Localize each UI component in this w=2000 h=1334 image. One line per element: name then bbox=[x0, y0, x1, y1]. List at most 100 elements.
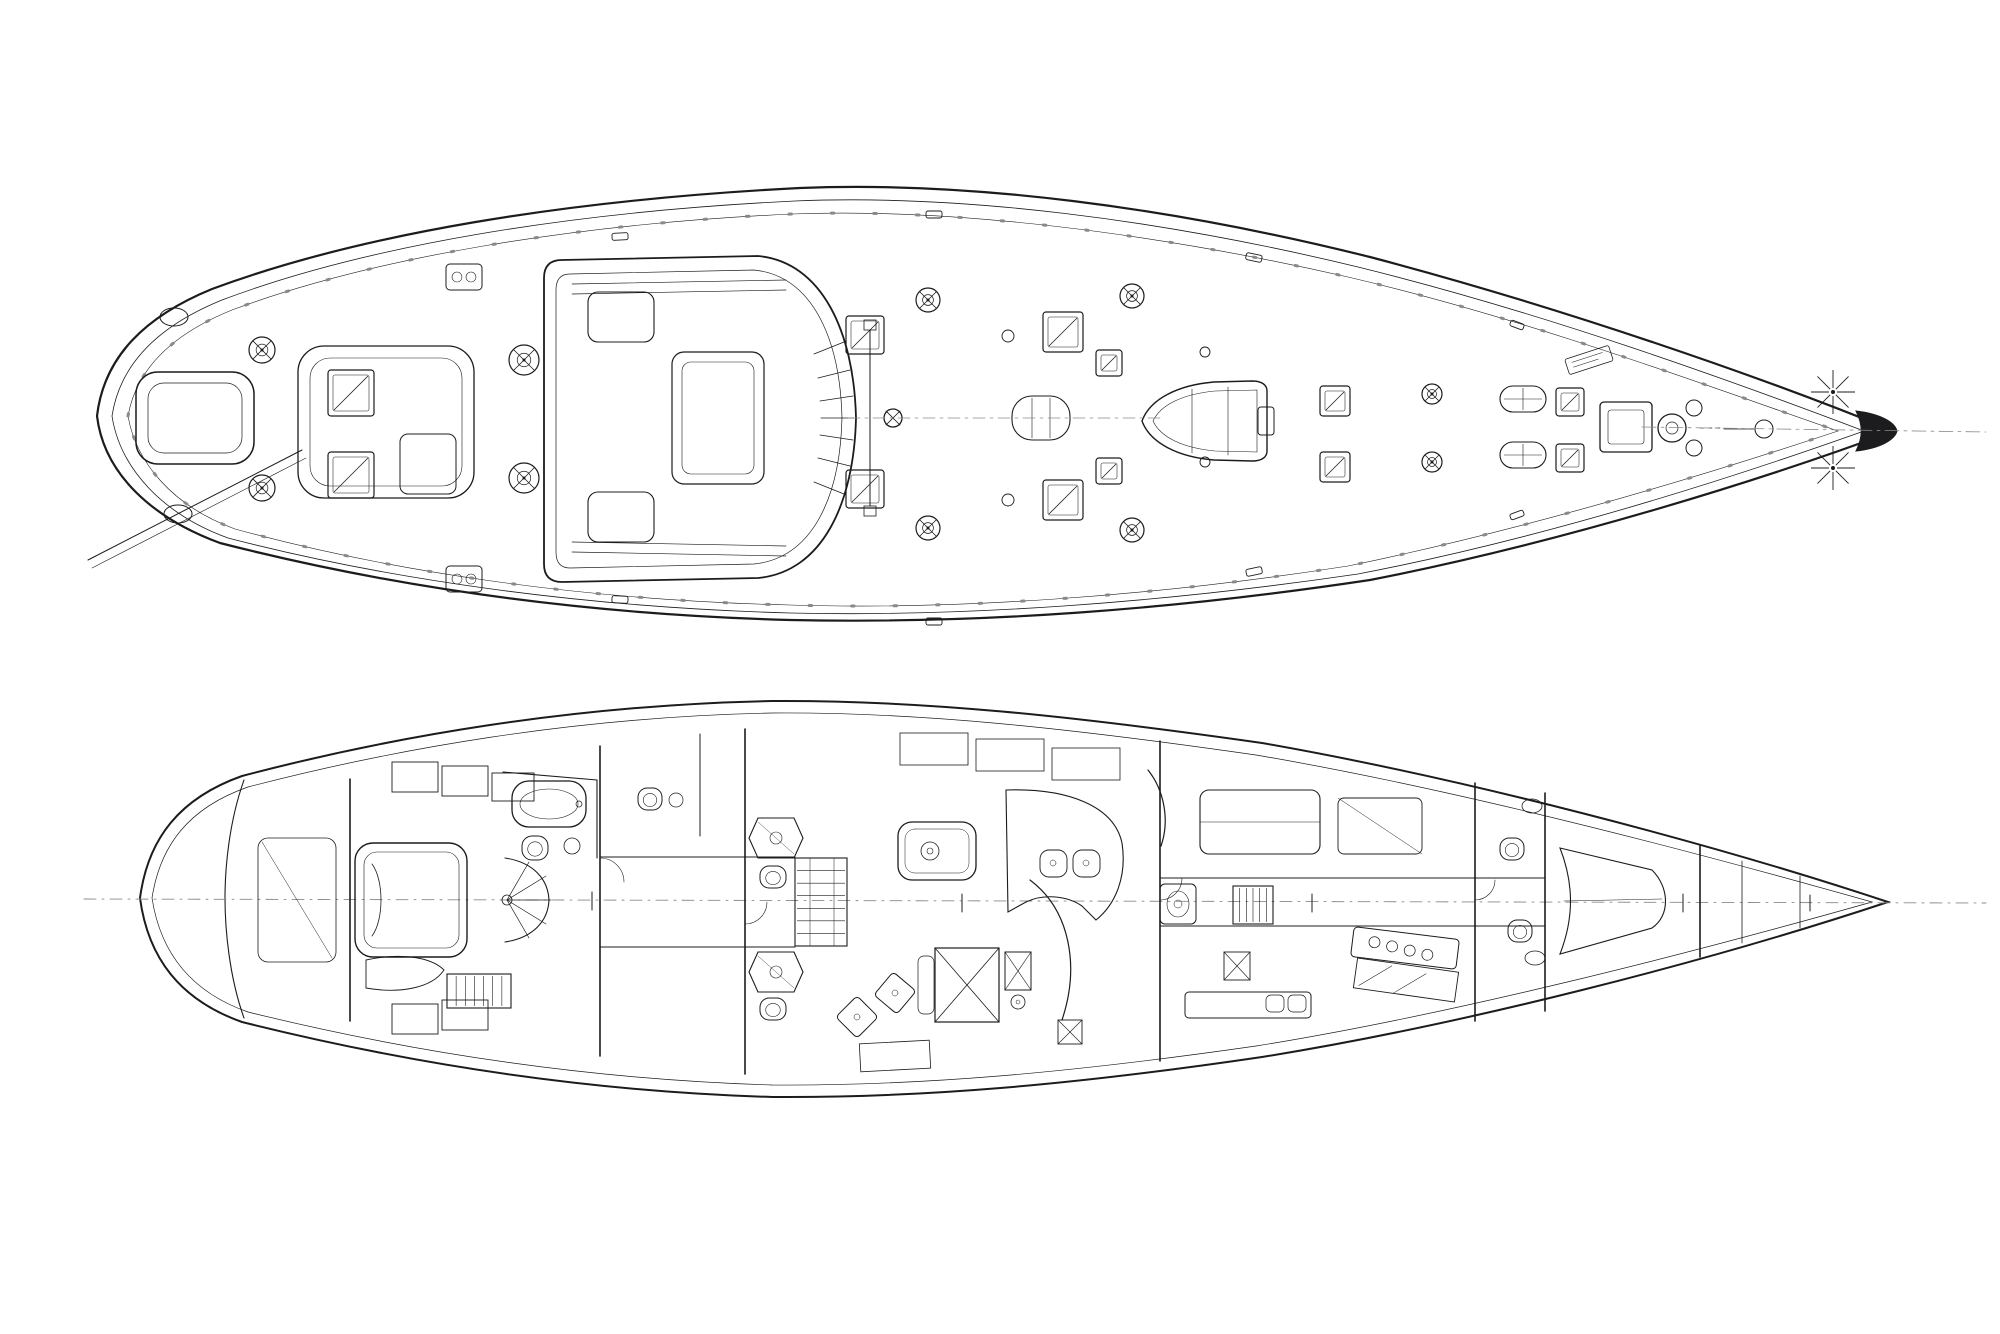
interior-plan-owner-toilet-bowl bbox=[521, 835, 549, 861]
deck-plan-stanchion-dots bbox=[126, 211, 1843, 608]
deck-plan-cockpit-table-port bbox=[327, 369, 375, 417]
deck-plan-mast-winch-port bbox=[1119, 283, 1145, 309]
interior-plan-galley-stove-counter bbox=[1350, 926, 1460, 970]
deck-plan-windshield-mullion-1 bbox=[813, 341, 845, 355]
interior-plan-spiral-stair-tread-3 bbox=[506, 899, 547, 925]
deck-plan-bow-oval-hatch-port bbox=[1499, 385, 1547, 413]
interior-plan-stove-burner-3 bbox=[1403, 944, 1416, 957]
interior-plan-saloon-stool-2 bbox=[1072, 849, 1101, 878]
interior-plan-cabinet-x-1-d2 bbox=[1004, 951, 1032, 991]
deck-plan-dorade-box-stbd-vent-1 bbox=[451, 573, 463, 585]
deck-plan-deck-hatch-8-slash bbox=[1325, 457, 1345, 477]
deck-plan-bulwark-line bbox=[111, 199, 1866, 615]
deck-plan-label-text-line-1 bbox=[1571, 352, 1603, 363]
deck-plan-liferaft-canister bbox=[1011, 395, 1071, 441]
interior-plan-spiral-stair-tread-1 bbox=[506, 875, 547, 901]
deck-plan-windlass-drum bbox=[1657, 413, 1687, 443]
interior-plan-armchair-1 bbox=[836, 996, 878, 1038]
deck-plan-nav-light-flash-port-ray-1 bbox=[1835, 394, 1849, 408]
interior-plan-fwd-head-port-toilet-seat bbox=[1504, 843, 1520, 857]
interior-plan-cabinet-run-3 bbox=[1051, 747, 1121, 781]
deck-plan-coachroof-winch-port-dot bbox=[926, 298, 930, 302]
interior-plan-stove-burner-2 bbox=[1386, 940, 1398, 953]
interior-plan-v-berth bbox=[1559, 847, 1666, 955]
deck-plan-deck-hatch-5-pane bbox=[1100, 354, 1118, 372]
interior-plan-stove-burner-1 bbox=[1368, 936, 1381, 949]
deck-plan-mooring-cleat-8 bbox=[1509, 509, 1525, 521]
deck-plan-windshield-mullion-2 bbox=[817, 369, 851, 379]
interior-plan-crew-steps-frame bbox=[1232, 885, 1274, 925]
interior-plan-cabinet-x-2 bbox=[1057, 1019, 1083, 1045]
deck-plan-foredeck-winch-stbd-ring bbox=[1421, 451, 1443, 473]
interior-plan-laundry-door-dot bbox=[1173, 899, 1183, 909]
interior-plan-berth-pillow-line bbox=[371, 863, 382, 937]
interior-plan-head-stbd-toilet-bowl bbox=[759, 997, 787, 1021]
interior-plan-wardrobe-port-2 bbox=[441, 765, 489, 797]
interior-plan-cabinet-x-2-d2 bbox=[1057, 1019, 1083, 1045]
deck-plan-mast-winch-stbd-ring bbox=[1119, 517, 1145, 543]
interior-plan-guest-berth-stbd-d2 bbox=[1392, 973, 1427, 994]
interior-plan-bath-wall-top bbox=[502, 771, 598, 781]
deck-plan-dorade-vent-2 bbox=[1001, 493, 1015, 507]
deck-plan-foredeck-winch-stbd bbox=[1421, 451, 1443, 473]
deck-plan-deck-hatch-1-slash bbox=[851, 321, 879, 349]
interior-plan-shower-stbd-diag bbox=[757, 955, 795, 989]
interior-plan-spiral-stair-post bbox=[501, 894, 513, 906]
deck-plan-passerelle-line-1 bbox=[87, 449, 303, 561]
deck-plan-foredeck-winch-port-ring bbox=[1421, 383, 1443, 405]
interior-plan-head-stbd-toilet bbox=[759, 997, 787, 1021]
interior-plan-galley-sink-2 bbox=[1287, 994, 1307, 1013]
interior-plan-partition-arc-port bbox=[1147, 769, 1166, 847]
interior-plan-owner-toilet bbox=[521, 835, 549, 861]
interior-plan-fwd-head-port-toilet-bowl bbox=[1499, 837, 1525, 861]
interior-plan-shower-port bbox=[748, 817, 804, 859]
deck-plan-aft-cockpit-bench bbox=[309, 357, 463, 487]
deck-plan-dorade-box-port-vent-2 bbox=[465, 271, 477, 283]
deck-plan-helm-pedestal-stbd-dot bbox=[522, 476, 526, 480]
deck-plan-deck-hatch-4 bbox=[1042, 479, 1084, 521]
deck-plan-coachroof-winch-port-ring bbox=[915, 287, 941, 313]
deck-plan-mooring-cleat-7 bbox=[1245, 566, 1263, 577]
interior-plan-lazarette-diagonal bbox=[261, 841, 333, 959]
deck-plan-mooring-cleat-6 bbox=[925, 617, 943, 626]
deck-plan-bow-hatch-stbd-pane bbox=[1560, 448, 1580, 468]
deck-plan-aft-winch-stbd-dot bbox=[260, 486, 264, 490]
interior-plan-bathtub-basin bbox=[519, 788, 579, 820]
interior-plan-transom-bulkhead-arc bbox=[224, 779, 245, 1019]
deck-plan-nav-light-flash-stbd bbox=[1811, 446, 1855, 490]
deck-plan-windshield-mullion-3 bbox=[819, 395, 854, 402]
deck-plan-deck-hatch-2-frame bbox=[845, 469, 885, 509]
interior-plan-fwd-head-port-toilet bbox=[1499, 837, 1525, 861]
deck-plan-cockpit-table-port-frame bbox=[327, 369, 375, 417]
deck-plan-coachroof-winch-port bbox=[915, 287, 941, 313]
interior-plan-pedestal-dot bbox=[1015, 999, 1021, 1005]
deck-plan-bow-hatch-port-pane bbox=[1560, 392, 1580, 412]
interior-plan-head2-toilet-seat bbox=[642, 793, 658, 807]
interior-plan-door-arc-3 bbox=[1159, 877, 1183, 901]
interior-plan-shower-stbd bbox=[748, 951, 804, 993]
deck-plan-deck-hatch-1 bbox=[845, 315, 885, 355]
deck-plan-deck-hatch-4-pane bbox=[1047, 484, 1079, 516]
deck-plan-deck-hatch-3 bbox=[1042, 311, 1084, 353]
interior-plan-guest-wardrobe-port bbox=[1337, 797, 1423, 855]
interior-plan-cabinet-run-1 bbox=[899, 732, 969, 766]
deck-plan-centerline-bow bbox=[1641, 426, 1987, 433]
deck-plan-aft-winch-port bbox=[248, 336, 276, 364]
deck-plan-stern-fairlead-stbd bbox=[163, 504, 193, 524]
deck-plan-bow-stem-cap bbox=[1855, 410, 1898, 452]
deck-plan-foredeck-winch-stbd-dot bbox=[1430, 460, 1434, 464]
deck-plan-skylight-aft-stbd bbox=[587, 491, 655, 543]
interior-plan-shower-port-drain bbox=[769, 831, 783, 845]
deck-plan-traveler-end-stbd bbox=[863, 505, 877, 517]
deck-plan-bow-hatch-stbd-slash bbox=[1561, 449, 1579, 467]
deck-plan-passerelle-line-2 bbox=[91, 457, 307, 569]
deck-plan-bow-hatch-stbd bbox=[1555, 443, 1585, 473]
deck-plan-side-window-bottom-2 bbox=[571, 541, 787, 547]
deck-plan-windshield-mullion-6 bbox=[817, 457, 851, 467]
deck-plan-cockpit-table-stbd bbox=[327, 451, 375, 499]
interior-plan-main-companionway bbox=[794, 857, 848, 947]
deck-plan-dorade-vent-3 bbox=[1199, 346, 1211, 358]
interior-plan-saloon-stool-1 bbox=[1039, 849, 1068, 878]
deck-plan-nav-light-flash-port bbox=[1811, 370, 1855, 414]
interior-plan-lazarette-locker bbox=[257, 837, 337, 963]
